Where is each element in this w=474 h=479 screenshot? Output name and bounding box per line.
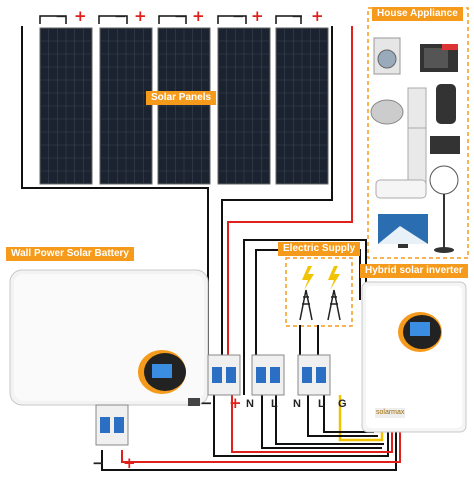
panel-terminal-negative: − [55, 7, 68, 25]
solar-panels-label: Solar Panels [146, 91, 217, 105]
hybrid-inverter-label: Hybrid solar inverter [360, 264, 468, 278]
panel-terminal-positive: + [192, 7, 205, 25]
wall-battery-label: Wall Power Solar Battery [6, 247, 134, 261]
bottom-breaker-positive-terminal: + [123, 454, 136, 472]
battery-negative-terminal: − [200, 394, 213, 412]
ac-terminal-g: G [338, 398, 347, 410]
battery-positive-terminal: + [229, 394, 242, 412]
panel-terminal-negative: − [174, 7, 187, 25]
ac-terminal-l2: L [318, 398, 325, 410]
panel-terminal-positive: + [74, 7, 87, 25]
air-conditioner-icon [375, 179, 427, 199]
tv-icon [378, 214, 428, 248]
electric-supply-label: Electric Supply [278, 242, 361, 256]
panel-terminal-negative: − [114, 7, 127, 25]
house-appliance-label: House Appliance [372, 7, 463, 21]
panel-terminal-positive: + [134, 7, 147, 25]
fridge-icon [407, 87, 427, 189]
wall-battery [9, 269, 209, 406]
inverter-brand-text: solarmax [376, 409, 405, 416]
panel-terminal-positive: + [251, 7, 264, 25]
ac-terminal-n2: N [293, 398, 301, 410]
panel-terminal-positive: + [311, 7, 324, 25]
electric-tower-icon [299, 289, 341, 321]
electric-supply-frame [285, 257, 353, 327]
oven-icon [420, 44, 458, 72]
panel-terminal-negative: − [232, 7, 245, 25]
washing-machine-icon [373, 37, 401, 75]
microwave-icon [430, 136, 460, 154]
bottom-breaker-negative-terminal: − [92, 454, 105, 472]
fan-icon [429, 165, 459, 253]
hybrid-inverter [361, 281, 467, 433]
rice-cooker-icon [370, 99, 404, 125]
air-purifier-icon [436, 84, 456, 124]
ac-terminal-l1: L [271, 398, 278, 410]
ac-terminal-n1: N [246, 398, 254, 410]
lightning-icon [302, 266, 340, 290]
panel-terminal-negative: − [291, 7, 304, 25]
solar-panels [39, 27, 329, 185]
